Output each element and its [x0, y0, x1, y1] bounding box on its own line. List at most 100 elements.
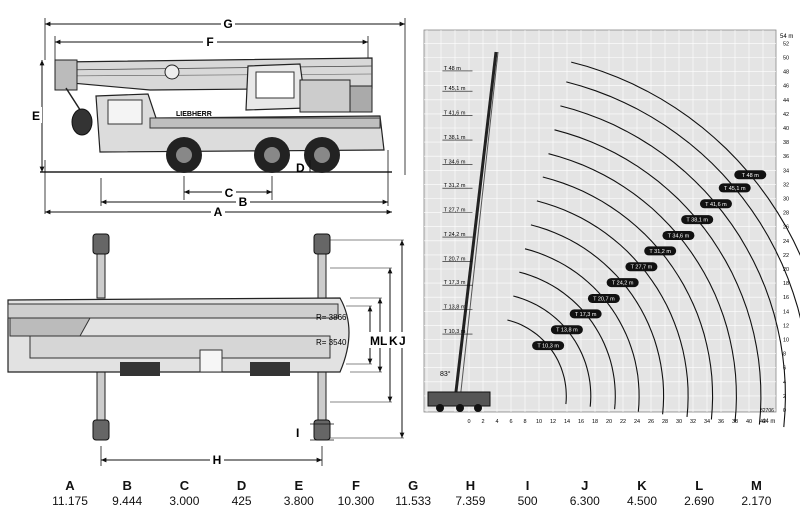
y-tick-label: 28: [783, 211, 789, 217]
curve-label: T 17,3 m: [575, 312, 597, 318]
boom-length-label: T 45,1 m: [444, 86, 466, 92]
ref-code: 82706: [760, 408, 774, 414]
x-tick-label: 28: [662, 419, 668, 425]
dim-label-a: A: [214, 205, 223, 219]
load-chart: 83° 024681012141618202224262830323436384…: [423, 29, 800, 428]
dim-label-i: I: [296, 426, 299, 440]
x-tick-label: 38: [732, 419, 738, 425]
x-tick-label: 32: [690, 419, 696, 425]
curve-label-pill: [587, 293, 620, 303]
dim-label-b: B: [239, 195, 248, 209]
curve-label-pill: [718, 183, 751, 193]
dim-b: B: [100, 150, 389, 209]
radius-curve: [554, 129, 762, 425]
radius-label-2: R= 3540: [316, 338, 347, 347]
curve-label-pill: [569, 309, 602, 319]
y-tick-label: 26: [783, 225, 789, 231]
x-tick-label: 10: [536, 419, 542, 425]
curve-label: T 38,1 m: [686, 218, 708, 224]
crane-cab: [245, 63, 373, 113]
dimension-letter: D: [236, 478, 247, 493]
y-tick-label: 18: [783, 281, 789, 287]
x-axis-unit: 44 m: [762, 419, 775, 425]
curve-label-pill: [532, 341, 565, 351]
carrier-top: [7, 297, 350, 376]
radius-label-1: R= 3866: [316, 313, 347, 322]
curve-label-pill: [662, 230, 695, 240]
curve-label-pill: [644, 246, 677, 256]
outriggers: [92, 233, 331, 441]
y-tick-label: 50: [783, 56, 789, 62]
curve-label-pill: [606, 278, 639, 288]
dimension-value: 3.000: [169, 494, 200, 508]
wheels: [166, 137, 340, 173]
x-tick-label: 2: [481, 419, 484, 425]
dim-label-f: F: [206, 35, 213, 49]
boom-length-label: T 34,6 m: [444, 159, 466, 165]
y-tick-label: 20: [783, 267, 789, 273]
dimension-value: 11.175: [52, 494, 88, 508]
radius-curve: [560, 105, 786, 428]
hook-block: [65, 87, 93, 136]
y-axis-unit: 54 m: [780, 34, 793, 40]
dimension-value: 425: [231, 494, 252, 508]
chart-boom-length-labels: T 48 mT 45,1 mT 41,6 mT 38,1 mT 34,6 mT …: [442, 66, 473, 335]
x-tick-label: 12: [550, 419, 556, 425]
curve-label: T 20,7 m: [593, 296, 615, 302]
y-tick-label: 48: [783, 70, 789, 76]
dimension-value: 7.359: [455, 494, 486, 508]
x-tick-label: 14: [564, 419, 570, 425]
radius-curve: [536, 200, 689, 417]
dimension-letter: H: [465, 478, 476, 493]
y-tick-label: 16: [783, 295, 789, 301]
dim-c: C: [183, 176, 273, 200]
dim-label-g: G: [223, 17, 232, 31]
y-tick-label: 30: [783, 197, 789, 203]
dimension-value: 3.800: [283, 494, 314, 508]
y-tick-label: 40: [783, 126, 789, 132]
dimension-letter: E: [294, 478, 304, 493]
y-tick-label: 32: [783, 182, 789, 188]
x-tick-label: 24: [634, 419, 640, 425]
x-tick-label: 34: [704, 419, 710, 425]
y-tick-label: 12: [783, 323, 789, 329]
dims-mlkj: M L K J: [330, 239, 410, 439]
y-tick-label: 2: [783, 394, 786, 400]
curve-label-pill: [625, 262, 658, 272]
boom-length-label: T 13,8 m: [444, 305, 466, 311]
y-tick-label: 0: [783, 408, 786, 414]
curve-label: T 45,1 m: [724, 186, 746, 192]
curve-label: T 41,6 m: [705, 202, 727, 208]
boom-length-label: T 27,7 m: [444, 208, 466, 214]
y-tick-label: 52: [783, 41, 789, 47]
x-tick-label: 16: [578, 419, 584, 425]
radius-curve: [571, 61, 800, 256]
dimension-value: 11.533: [395, 494, 432, 508]
y-tick-label: 24: [783, 239, 789, 245]
dim-label-c: C: [225, 186, 234, 200]
x-tick-label: 36: [718, 419, 724, 425]
dimension-value: 2.690: [684, 494, 715, 508]
dim-label-e: E: [32, 109, 40, 123]
dimension-value: 4.500: [626, 494, 658, 508]
y-tick-label: 34: [783, 168, 789, 174]
chart-y-ticks: 0246810121416182022242628303234363840424…: [783, 41, 789, 414]
chart-boom: 83°: [427, 51, 499, 412]
curve-label-pill: [699, 199, 732, 209]
radius-curve: [542, 176, 714, 420]
dimension-value: 2.170: [741, 494, 772, 508]
dim-f: F: [54, 33, 369, 62]
radius-curve: [507, 319, 567, 405]
chart-curve-labels: T 48 mT 45,1 mT 41,6 mT 38,1 mT 34,6 mT …: [532, 170, 767, 351]
x-tick-label: 0: [467, 419, 470, 425]
dimension-value: 9.444: [112, 494, 143, 508]
dim-label-l: L: [380, 334, 387, 348]
side-view: G F E: [30, 15, 406, 219]
y-tick-label: 22: [783, 253, 789, 259]
